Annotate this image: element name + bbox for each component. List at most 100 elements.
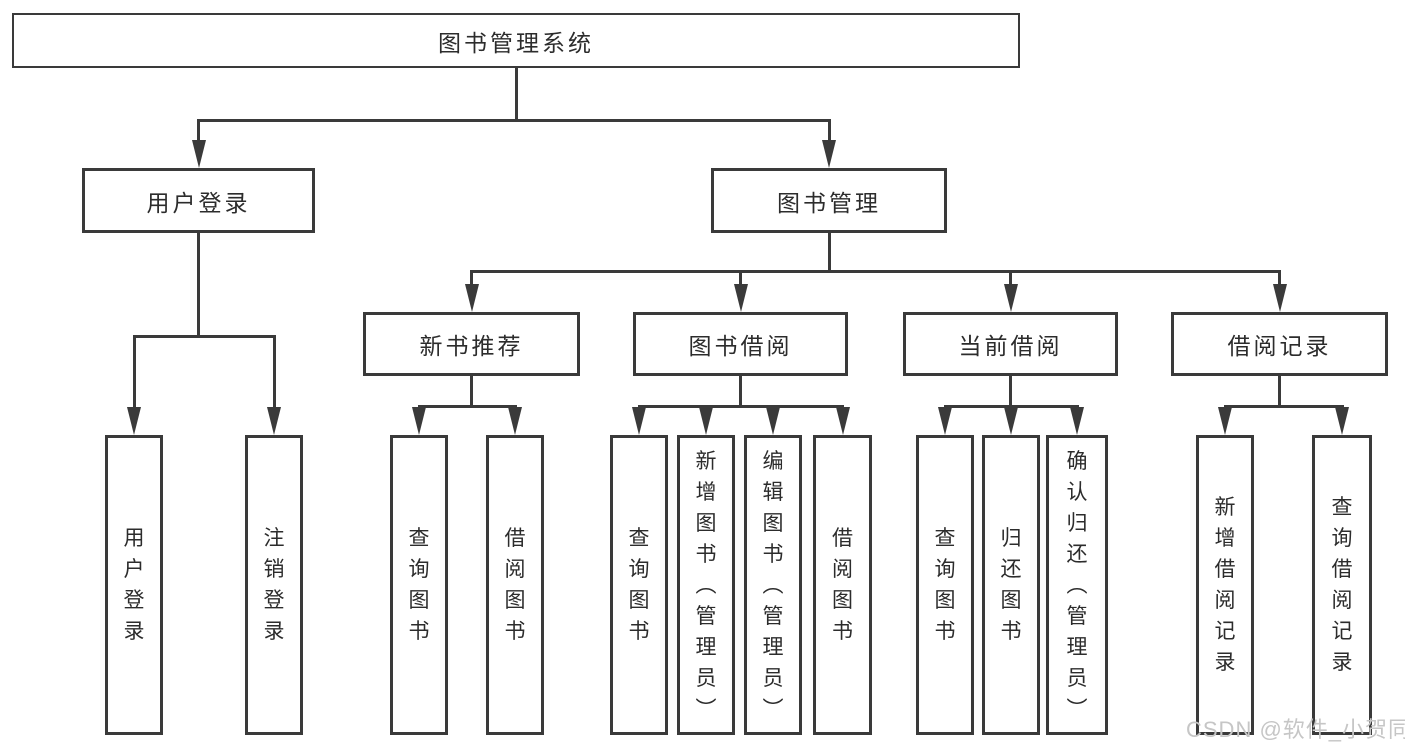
connector-shaft: [771, 406, 775, 407]
connector-shaft: [1340, 406, 1344, 407]
connector-bus: [1223, 404, 1344, 408]
connector-shaft: [739, 271, 742, 284]
node-label-char: 书: [1000, 620, 1022, 643]
connector-shaft: [470, 271, 473, 284]
node-label-char: 辑: [762, 480, 784, 504]
node-label-char: ︶: [1066, 697, 1088, 721]
node-label-char: ︵: [1066, 573, 1088, 597]
node-label-char: 查: [1331, 496, 1353, 519]
node-label-char: 图: [628, 589, 650, 612]
node-label-char: 询: [408, 558, 430, 581]
node-label-vertical: 借阅图书: [832, 523, 853, 647]
arrowhead-down-icon: [508, 407, 522, 435]
connector-shaft: [1009, 406, 1013, 407]
node-label-char: 记: [1331, 620, 1353, 643]
node-label-char: 图: [832, 589, 853, 612]
connector-shaft: [1075, 406, 1079, 407]
node-label-vertical: 确认归还︵管理员︶: [1067, 446, 1088, 725]
node-label-char: 归: [1066, 511, 1088, 535]
arrowhead-down-icon: [733, 284, 748, 312]
watermark: CSDN @软件_小贺同学: [1186, 717, 1405, 742]
node-label-char: 新: [1214, 496, 1236, 519]
node-label-char: 书: [762, 542, 784, 566]
connector-shaft: [417, 406, 421, 407]
node-label-char: 归: [1000, 527, 1022, 550]
connector-shaft: [827, 120, 831, 140]
connector-stem: [1009, 376, 1012, 406]
node-label: 新书推荐: [419, 333, 524, 359]
node-label-vertical: 查询图书: [409, 523, 430, 647]
node-label-char: 阅: [504, 558, 526, 581]
connector-shaft: [841, 406, 844, 407]
node-label-char: 新: [695, 449, 717, 473]
node-leaf-cb-return: 归还图书: [982, 435, 1040, 735]
node-user-login: 用户登录: [82, 168, 315, 233]
connector-bus: [637, 404, 844, 408]
node-leaf-nb-borrow: 借阅图书: [486, 435, 544, 735]
node-label: 图书管理系统: [438, 29, 594, 56]
connector-shaft: [132, 336, 136, 407]
node-label-vertical: 新增借阅记录: [1215, 492, 1236, 678]
node-leaf-bb-add: 新增图书︵管理员︶: [677, 435, 735, 735]
node-label-vertical: 新增图书︵管理员︶: [696, 446, 717, 725]
node-label-char: 记: [1214, 620, 1236, 643]
node-label-char: 销: [263, 558, 285, 581]
node-label-vertical: 借阅图书: [505, 523, 526, 647]
node-label-char: 登: [123, 589, 145, 612]
arrowhead-down-icon: [464, 284, 479, 312]
node-label-char: 还: [1000, 558, 1022, 581]
arrowhead-down-icon: [1003, 284, 1018, 312]
node-label-char: ︶: [695, 697, 717, 721]
node-label: 当前借阅: [958, 333, 1063, 359]
connector-stem: [739, 376, 742, 406]
arrowhead-down-icon: [1335, 407, 1349, 435]
node-label-char: ︵: [695, 573, 717, 597]
node-label-char: 书: [832, 620, 853, 643]
connector-shaft: [637, 406, 641, 407]
connector-bus: [417, 404, 517, 408]
connector-stem: [1278, 376, 1281, 406]
arrowhead-down-icon: [822, 140, 836, 168]
connector-stem: [514, 68, 518, 120]
node-label: 用户登录: [146, 189, 251, 216]
node-label: 借阅记录: [1227, 333, 1332, 359]
node-label-char: 询: [1331, 527, 1353, 550]
node-new-books: 新书推荐: [363, 312, 580, 376]
arrowhead-down-icon: [1218, 407, 1232, 435]
node-label-char: 理: [695, 635, 717, 659]
arrowhead-down-icon: [412, 407, 426, 435]
node-root: 图书管理系统: [12, 13, 1020, 68]
node-label-char: 管: [1066, 604, 1088, 628]
node-label-char: 借: [832, 527, 853, 550]
node-label: 图书管理: [777, 189, 881, 216]
node-label-vertical: 查询借阅记录: [1332, 492, 1353, 678]
node-label-char: 编: [762, 449, 784, 473]
node-leaf-cb-query: 查询图书: [916, 435, 974, 735]
node-label-vertical: 归还图书: [1001, 523, 1022, 647]
node-label-char: 询: [628, 558, 650, 581]
node-label-char: 查: [408, 527, 430, 550]
node-label-char: 阅: [1331, 589, 1353, 612]
node-label-char: 图: [762, 511, 784, 535]
node-label-vertical: 查询图书: [629, 523, 650, 647]
connector-shaft: [1278, 271, 1281, 284]
node-borrow-records: 借阅记录: [1171, 312, 1388, 376]
node-leaf-bb-borrow: 借阅图书: [813, 435, 872, 735]
connector-stem: [827, 233, 831, 271]
node-label-char: 户: [123, 558, 145, 581]
node-book-borrow: 图书借阅: [633, 312, 848, 376]
node-label-vertical: 编辑图书︵管理员︶: [763, 446, 784, 725]
node-label-char: ︵: [762, 573, 784, 597]
node-label-vertical: 查询图书: [935, 523, 956, 647]
connector-shaft: [272, 336, 276, 407]
node-label-char: 书: [628, 620, 650, 643]
node-label-char: 录: [263, 620, 285, 643]
node-leaf-bb-edit: 编辑图书︵管理员︶: [744, 435, 802, 735]
arrowhead-down-icon: [1004, 407, 1018, 435]
node-label-char: 图: [695, 511, 717, 535]
node-label-char: 图: [1000, 589, 1022, 612]
node-label-char: 图: [934, 589, 956, 612]
node-leaf-user-login: 用户登录: [105, 435, 163, 735]
node-label-char: 理: [762, 635, 784, 659]
node-leaf-br-query: 查询借阅记录: [1312, 435, 1372, 735]
